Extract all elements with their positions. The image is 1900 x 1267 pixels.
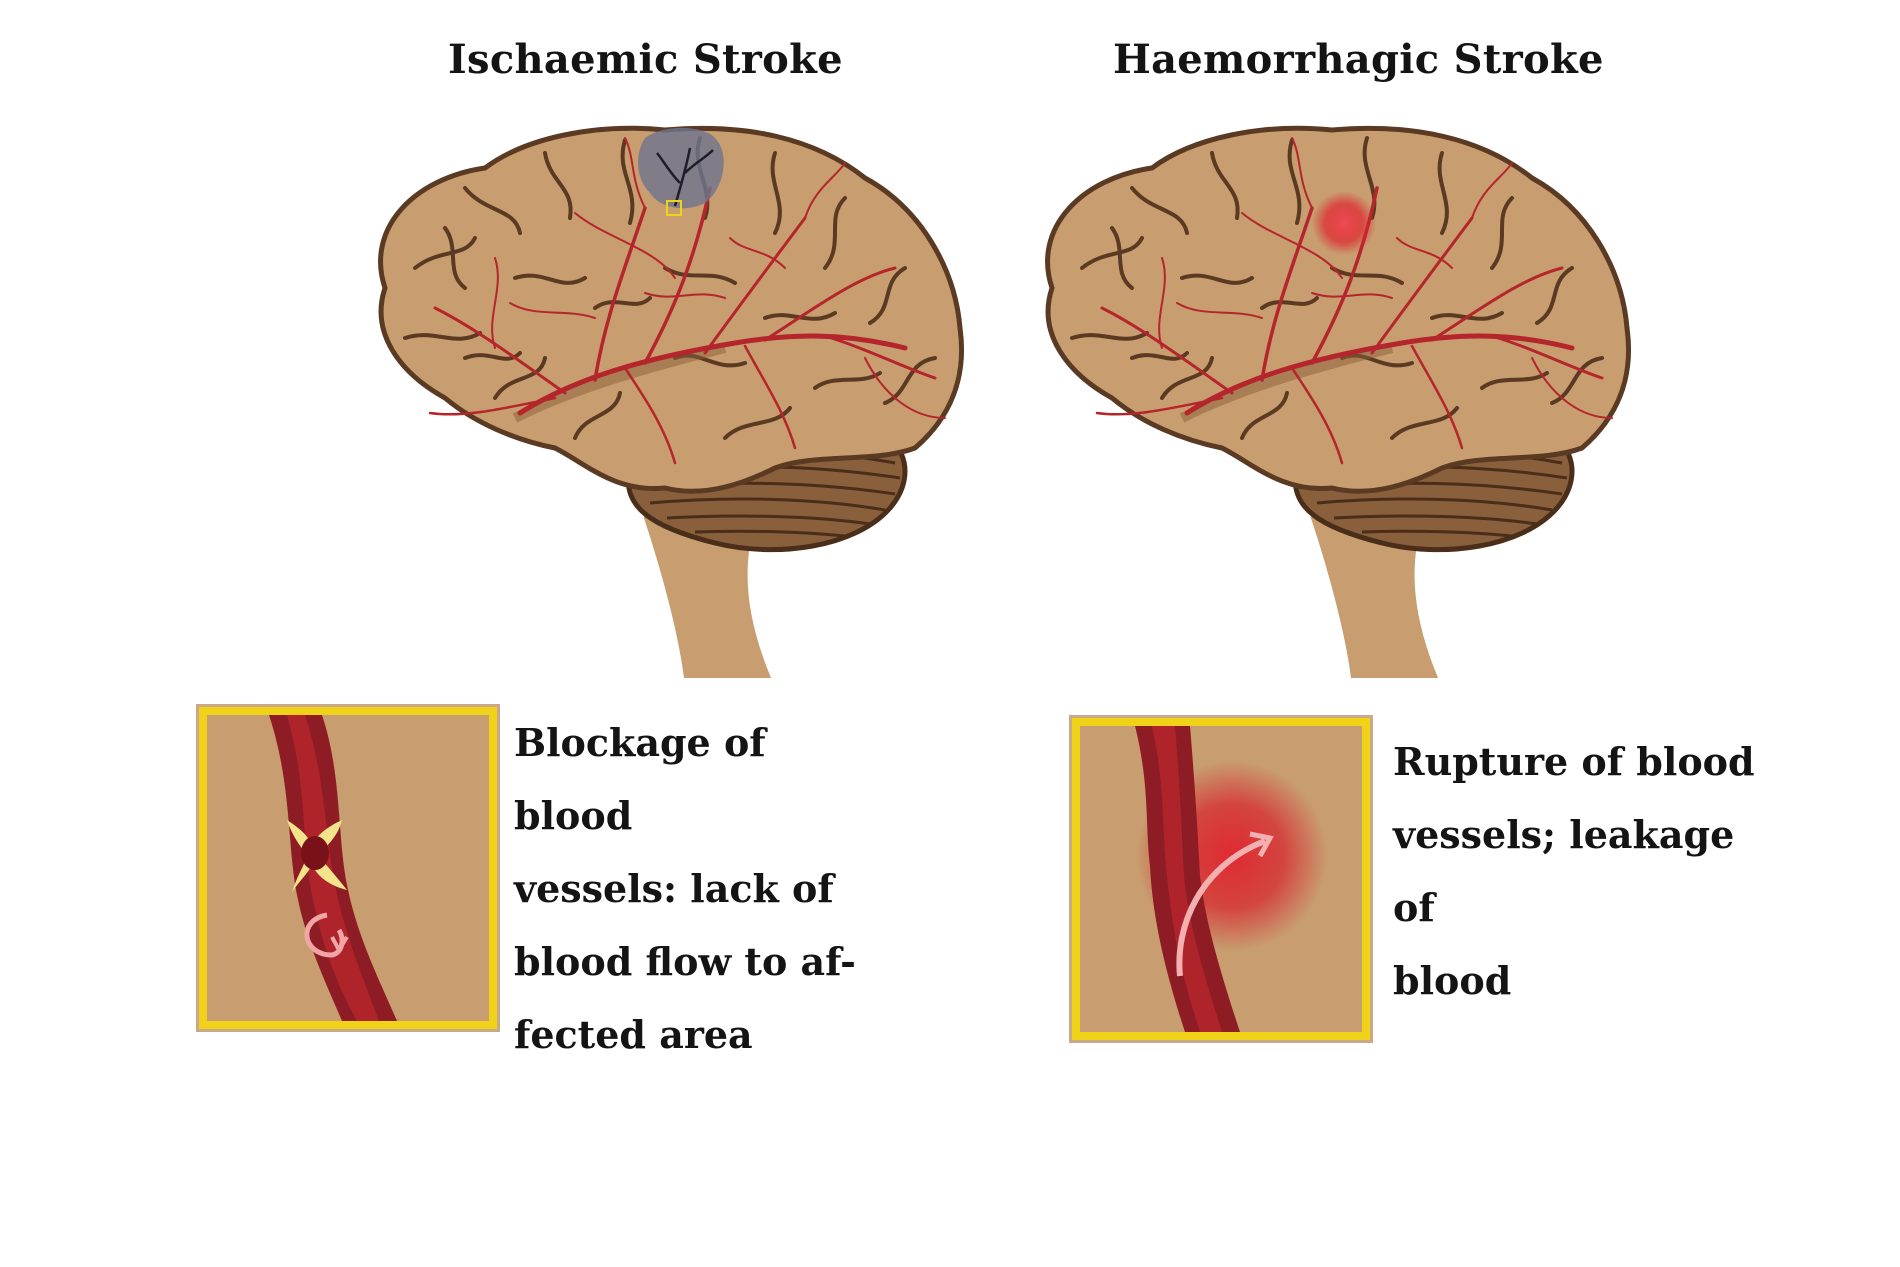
caption-line: fected area	[514, 1012, 753, 1057]
ischaemic-caption: Blockage of blood vessels: lack of blood…	[514, 706, 894, 1071]
haemorrhagic-brain-illustration	[1012, 118, 1642, 678]
caption-line: Blockage of blood	[514, 720, 766, 838]
haemorrhagic-stroke-title: Haemorrhagic Stroke	[1113, 36, 1604, 83]
caption-line: Rupture of blood	[1393, 739, 1755, 784]
caption-line: blood	[1393, 958, 1512, 1003]
blocked-region	[638, 127, 724, 216]
blockage-marker	[666, 200, 682, 216]
blocked-vessel-inset	[199, 707, 497, 1029]
ruptured-vessel-inset	[1072, 718, 1370, 1040]
caption-line: vessels: lack of	[514, 866, 834, 911]
bleed-spot	[1312, 191, 1376, 255]
ischaemic-stroke-title: Ischaemic Stroke	[448, 36, 843, 83]
caption-line: vessels; leakage of	[1393, 812, 1735, 930]
clot	[301, 836, 329, 870]
caption-line: blood flow to af-	[514, 939, 856, 984]
ischaemic-brain-illustration	[345, 118, 975, 678]
haemorrhagic-caption: Rupture of blood vessels; leakage of blo…	[1393, 725, 1783, 1017]
